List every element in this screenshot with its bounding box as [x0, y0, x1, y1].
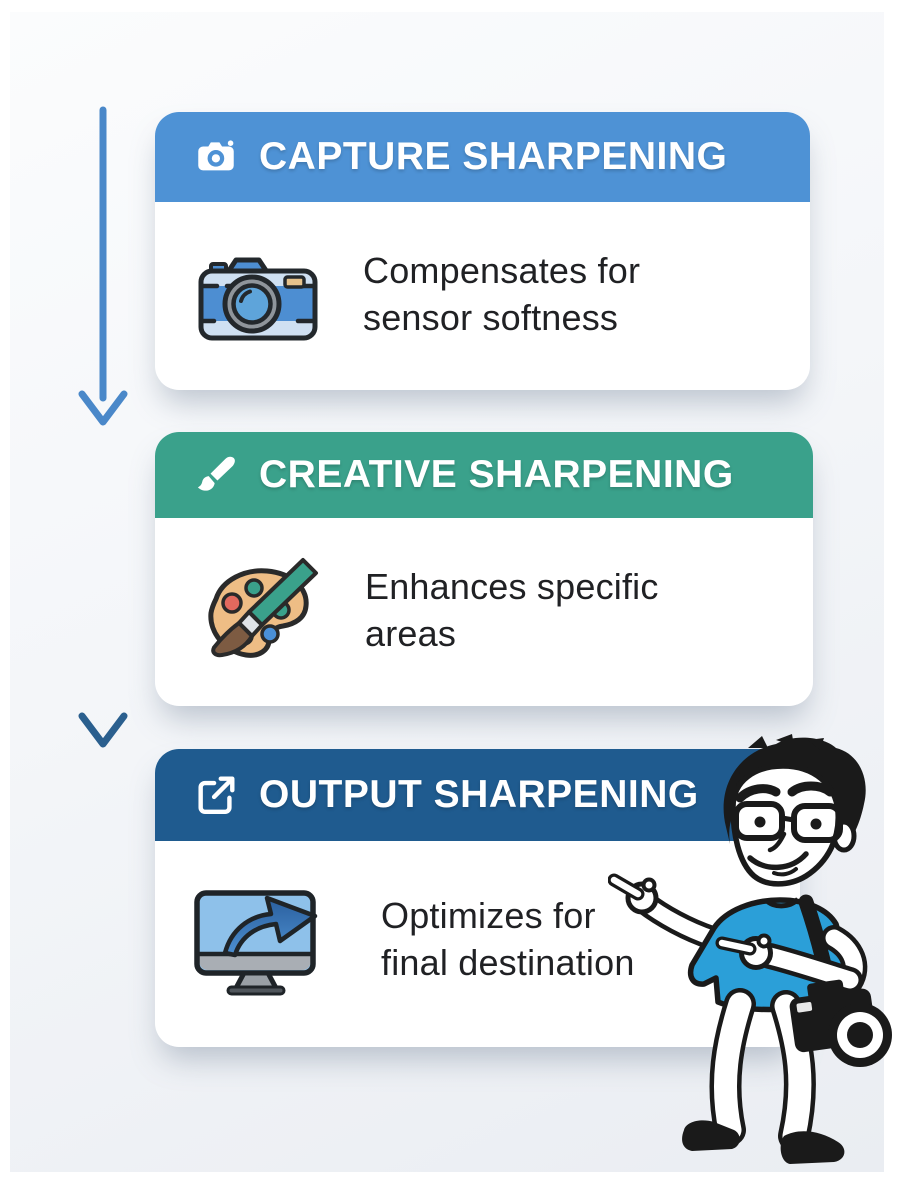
card-description: Enhances specific areas: [365, 566, 659, 654]
card-output-body: Optimizes for final destination: [155, 841, 800, 1041]
camera-icon: [198, 140, 234, 171]
card-capture-sharpening: CAPTURE SHARPENING Compensates for senso…: [155, 112, 810, 390]
card-title: CREATIVE SHARPENING: [259, 453, 734, 496]
card-title: OUTPUT SHARPENING: [259, 773, 699, 816]
camera-illustration: [198, 257, 318, 341]
card-description: Optimizes for final destination: [381, 895, 635, 983]
card-title: CAPTURE SHARPENING: [259, 135, 728, 178]
card-output-header: OUTPUT SHARPENING: [155, 749, 800, 841]
card-output-sharpening: OUTPUT SHARPENING Optimizes for final de…: [155, 749, 800, 1047]
infographic-canvas: CAPTURE SHARPENING Compensates for senso…: [10, 12, 892, 1172]
paintbrush-icon: [197, 456, 235, 491]
card-creative-body: Enhances specific areas: [155, 518, 813, 706]
card-capture-body: Compensates for sensor softness: [155, 202, 810, 390]
card-capture-header: CAPTURE SHARPENING: [155, 112, 810, 202]
external-link-icon: [198, 776, 235, 814]
paint-palette-illustration: [208, 558, 318, 658]
monitor-export-illustration: [194, 890, 318, 996]
down-arrow-icon-1: [78, 106, 128, 426]
card-creative-sharpening: CREATIVE SHARPENING Enhances specific ar…: [155, 432, 813, 706]
down-arrow-icon-2: [78, 444, 128, 748]
photographer-mascot: [608, 734, 892, 1164]
card-description: Compensates for sensor softness: [363, 250, 641, 338]
card-creative-header: CREATIVE SHARPENING: [155, 432, 813, 518]
